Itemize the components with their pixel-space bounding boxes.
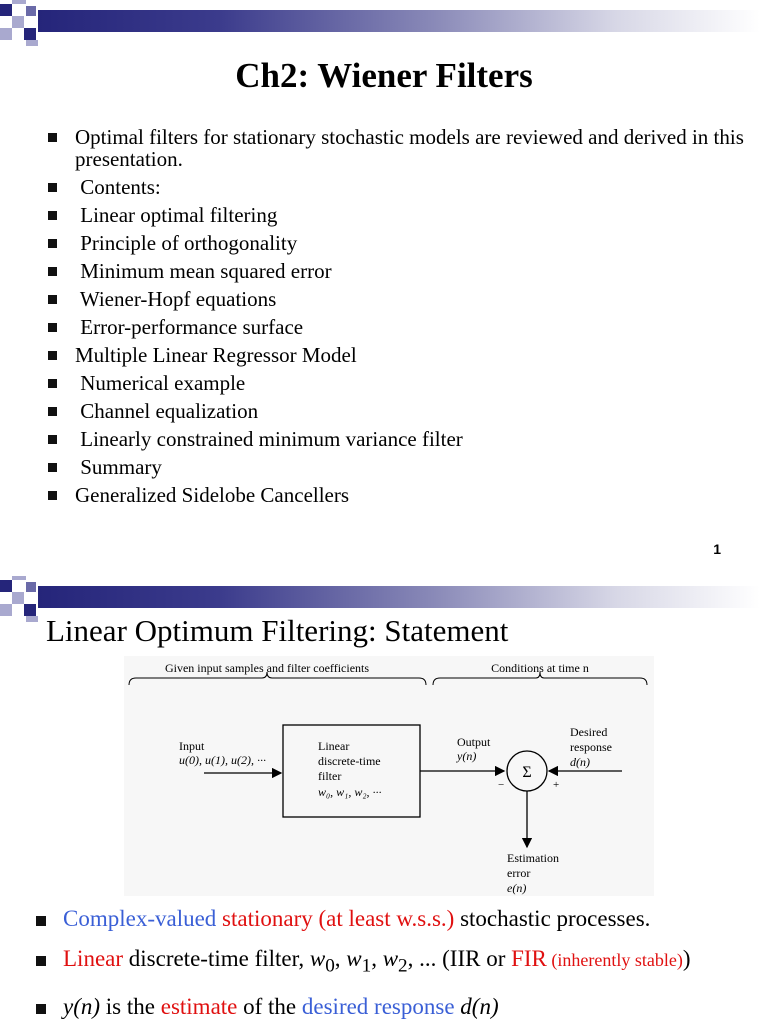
desired-label-line2: response (570, 740, 612, 754)
deco-square (0, 28, 12, 40)
slide-title: Linear Optimum Filtering: Statement (46, 613, 509, 648)
slide-title: Ch2: Wiener Filters (235, 56, 533, 95)
list-item: Generalized Sidelobe Cancellers (48, 484, 748, 506)
filter-label-line1: Linear (318, 739, 349, 753)
list-item: Minimum mean squared error (48, 260, 748, 282)
list-item: Linear discrete-time filter, w0, w1, w2,… (36, 944, 736, 982)
list-item: Optimal filters for stationary stochasti… (48, 126, 748, 170)
bullet-square-icon (48, 133, 57, 142)
list-item: Linear optimal filtering (48, 204, 748, 226)
deco-square (0, 604, 12, 616)
bullet-square-icon (48, 183, 57, 192)
deco-square (26, 6, 36, 16)
slide-1: Ch2: Wiener Filters Optimal filters for … (0, 0, 768, 557)
filter-block-diagram: Given input samples and filter coefficie… (124, 656, 654, 896)
deco-square (12, 0, 26, 4)
header-decoration (0, 0, 768, 48)
deco-square (0, 4, 12, 16)
brace-right (432, 671, 648, 686)
desired-symbol: d(n) (570, 755, 590, 769)
sigma-icon: Σ (522, 764, 531, 781)
bullet-square-icon (48, 491, 57, 500)
input-sequence: u(0), u(1), u(2), ··· (179, 753, 266, 767)
bullet-square-icon (48, 239, 57, 248)
header-gradient-band (38, 10, 760, 32)
header-gradient-band (38, 586, 760, 608)
filter-label-line3: filter (318, 769, 341, 783)
brace-right-label: Conditions at time n (491, 661, 589, 675)
error-symbol: e(n) (507, 881, 526, 895)
deco-square (26, 582, 36, 592)
bullet-square-icon (48, 267, 57, 276)
list-item: Wiener-Hopf equations (48, 288, 748, 310)
list-item: Summary (48, 456, 748, 478)
bullet-square-icon (48, 435, 57, 444)
bullet-square-icon (48, 323, 57, 332)
bullet-square-icon (36, 916, 46, 926)
output-symbol: y(n) (456, 749, 476, 763)
minus-sign: − (498, 779, 504, 791)
list-item: Contents: (48, 176, 748, 198)
list-item: Error-performance surface (48, 316, 748, 338)
deco-square (0, 580, 12, 592)
deco-square (12, 16, 24, 28)
deco-square (24, 604, 36, 616)
bullet-square-icon (48, 463, 57, 472)
desired-label-line1: Desired (570, 725, 607, 739)
brace-left (128, 671, 427, 686)
brace-left-label: Given input samples and filter coefficie… (165, 661, 369, 675)
list-item: Multiple Linear Regressor Model (48, 344, 748, 366)
bullet-square-icon (36, 956, 46, 966)
deco-square (26, 616, 38, 622)
bullet-square-icon (48, 211, 57, 220)
bullet-square-icon (36, 1003, 46, 1014)
bullet-square-icon (48, 379, 57, 388)
bullet-square-icon (48, 407, 57, 416)
deco-square (12, 592, 24, 604)
list-item: Complex-valued stationary (at least w.s.… (36, 904, 736, 934)
diagram-background (124, 656, 654, 896)
bullet-square-icon (48, 351, 57, 360)
deco-square (12, 576, 26, 580)
plus-sign: + (553, 779, 559, 791)
list-item: Channel equalization (48, 400, 748, 422)
deco-square (24, 28, 36, 40)
list-item: Principle of orthogonality (48, 232, 748, 254)
list-item: y(n) is the estimate of the desired resp… (36, 992, 736, 1022)
deco-square (26, 40, 38, 46)
page-number: 1 (713, 541, 721, 557)
filter-coefficients: w₀, w₁, w₂, ··· (318, 785, 382, 799)
slide-2: Linear Optimum Filtering: Statement Give… (0, 576, 768, 1024)
error-label-line2: error (507, 866, 530, 880)
list-item: Numerical example (48, 372, 748, 394)
error-label-line1: Estimation (507, 851, 559, 865)
header-decoration (0, 576, 768, 624)
bullet-list: Optimal filters for stationary stochasti… (48, 126, 748, 512)
output-label: Output (457, 735, 491, 749)
input-label: Input (179, 739, 205, 753)
list-item: Linearly constrained minimum variance fi… (48, 428, 748, 450)
filter-label-line2: discrete-time (318, 754, 381, 768)
bullet-list: Complex-valued stationary (at least w.s.… (36, 904, 736, 1024)
bullet-square-icon (48, 295, 57, 304)
